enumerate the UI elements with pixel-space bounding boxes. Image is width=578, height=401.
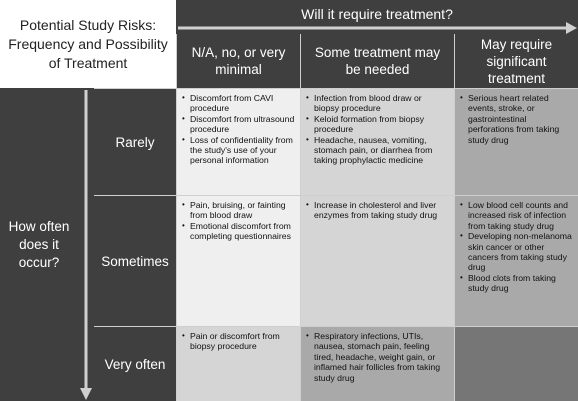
list-item: Discomfort from ultrasound procedure xyxy=(182,114,295,135)
cell-very-often-significant-treatment xyxy=(454,326,578,401)
cell-very-often-some-treatment: Respiratory infections, UTIs, nausea, st… xyxy=(300,326,454,401)
column-header-line: Some treatment may xyxy=(314,45,441,60)
cell-rarely-significant-treatment: Serious heart related events, stroke, or… xyxy=(454,88,578,195)
frequency-axis-line: does it xyxy=(19,236,59,252)
list-item: Developing non-melanoma skin cancer or o… xyxy=(460,231,573,273)
column-header-line: minimal xyxy=(215,62,262,77)
frequency-axis-line: occur? xyxy=(18,254,60,270)
column-header-line: be needed xyxy=(345,62,410,77)
row-header-very-often: Very often xyxy=(94,326,176,401)
list-item: Emotional discomfort from completing que… xyxy=(182,221,295,242)
treatment-axis-bar: Will it require treatment? xyxy=(176,0,578,34)
list-item: Pain or discomfort from biopsy procedure xyxy=(182,331,295,352)
cell-rarely-some-treatment: Infection from blood draw or biopsy proc… xyxy=(300,88,454,195)
row-header-rarely: Rarely xyxy=(94,88,176,195)
list-item: Blood clots from taking study drug xyxy=(460,273,573,294)
diagram-title: Potential Study Risks: Frequency and Pos… xyxy=(0,0,176,88)
list-item: Increase in cholesterol and liver enzyme… xyxy=(306,200,449,221)
column-header-line: treatment xyxy=(487,70,546,86)
column-header-line: significant xyxy=(486,53,547,69)
list-item: Serious heart related events, stroke, or… xyxy=(460,93,573,145)
title-line: Frequency and Possibility xyxy=(8,35,168,52)
list-item: Headache, nausea, vomiting, stomach pain… xyxy=(306,135,449,166)
frequency-axis-bar: How often does it occur? xyxy=(0,88,86,401)
list-item: Low blood cell counts and increased risk… xyxy=(460,200,573,231)
row-header-sometimes: Sometimes xyxy=(94,195,176,326)
list-item: Keloid formation from biopsy procedure xyxy=(306,114,449,135)
list-item: Pain, bruising, or fainting from blood d… xyxy=(182,200,295,221)
list-item: Loss of confidentiality from the study's… xyxy=(182,135,295,166)
cell-sometimes-minimal: Pain, bruising, or fainting from blood d… xyxy=(176,195,300,326)
list-item: Discomfort from CAVI procedure xyxy=(182,93,295,114)
column-header-minimal: N/A, no, or very minimal xyxy=(176,34,300,88)
treatment-axis-label: Will it require treatment? xyxy=(301,6,453,22)
list-item: Infection from blood draw or biopsy proc… xyxy=(306,93,449,114)
list-item: Respiratory infections, UTIs, nausea, st… xyxy=(306,331,449,383)
title-line: of Treatment xyxy=(48,54,128,71)
column-header-significant-treatment: May require significant treatment xyxy=(454,34,578,88)
frequency-axis-line: How often xyxy=(8,218,70,234)
right-arrow-icon xyxy=(178,22,577,34)
title-line: Potential Study Risks: xyxy=(19,16,157,33)
cell-sometimes-some-treatment: Increase in cholesterol and liver enzyme… xyxy=(300,195,454,326)
cell-sometimes-significant-treatment: Low blood cell counts and increased risk… xyxy=(454,195,578,326)
cell-very-often-minimal: Pain or discomfort from biopsy procedure xyxy=(176,326,300,401)
column-header-line: N/A, no, or very xyxy=(191,45,286,60)
down-arrow-icon xyxy=(78,88,94,401)
column-header-some-treatment: Some treatment may be needed xyxy=(300,34,454,88)
column-header-line: May require xyxy=(480,36,553,52)
cell-rarely-minimal: Discomfort from CAVI procedure Discomfor… xyxy=(176,88,300,195)
